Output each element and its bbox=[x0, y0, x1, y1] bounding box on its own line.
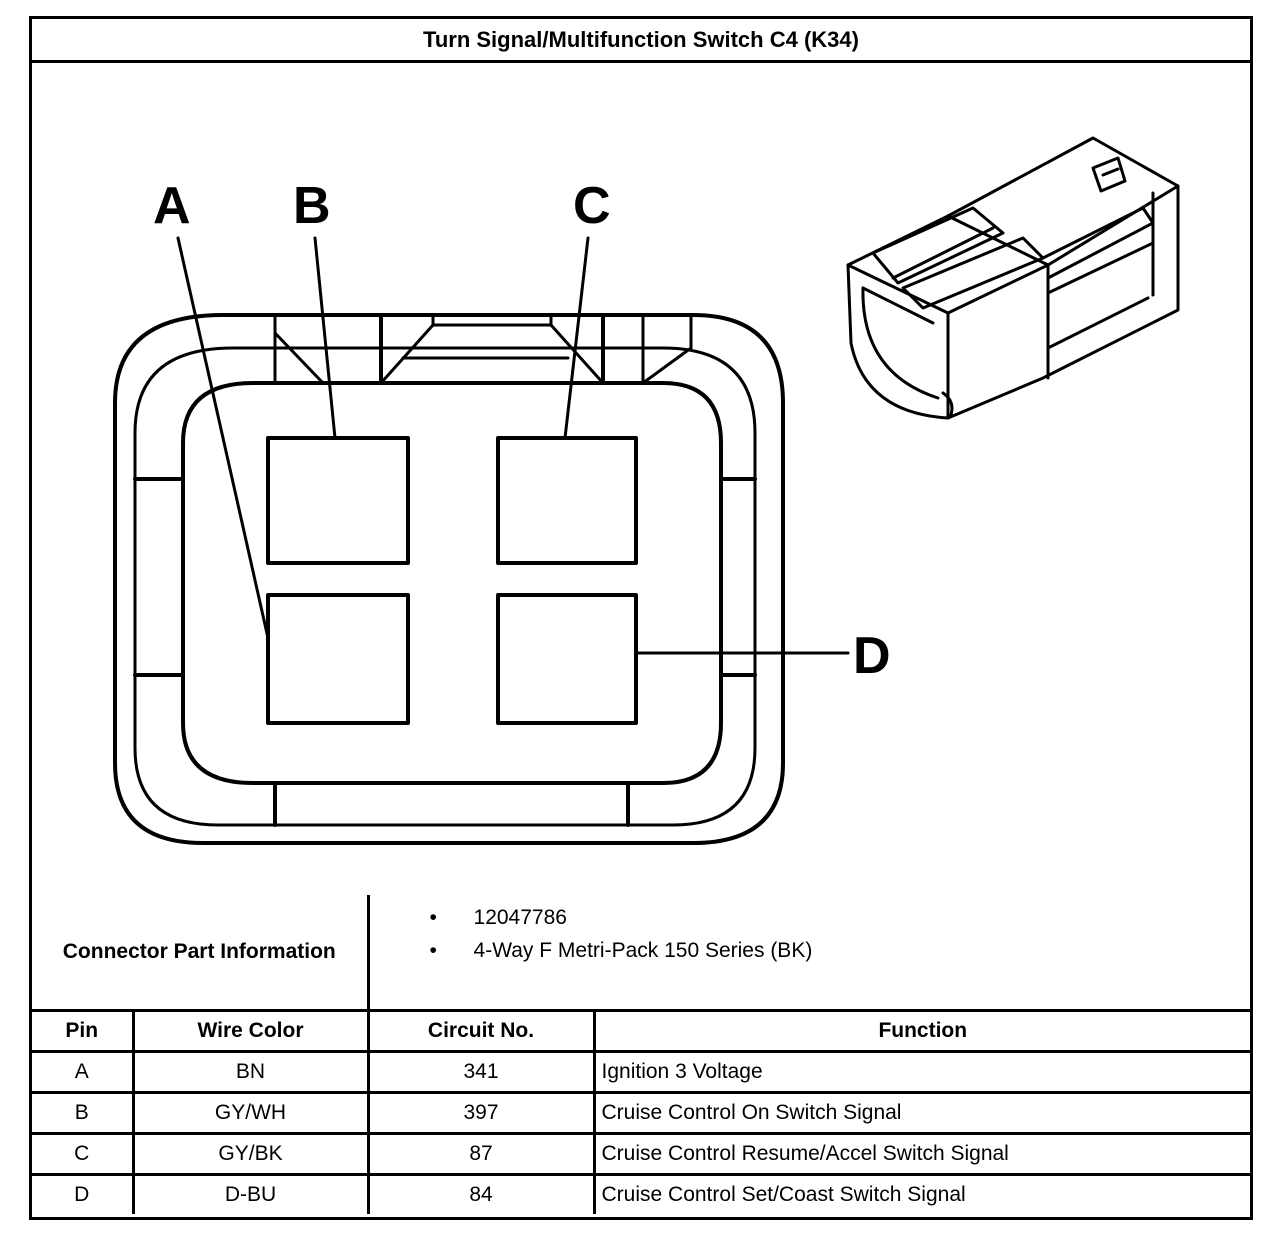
leader-line-b bbox=[313, 236, 337, 440]
connector-part-info-list: 12047786 4-Way F Metri-Pack 150 Series (… bbox=[370, 901, 1251, 967]
pin-label-b: B bbox=[293, 177, 331, 235]
cell-pin: C bbox=[32, 1132, 135, 1176]
cell-function: Cruise Control On Switch Signal bbox=[592, 1091, 1251, 1135]
table-row: C GY/BK 87 Cruise Control Resume/Accel S… bbox=[32, 1132, 1251, 1176]
cell-wire-color: BN bbox=[131, 1050, 370, 1094]
pin-cavity-b bbox=[266, 436, 410, 565]
table-row: D D-BU 84 Cruise Control Set/Coast Switc… bbox=[32, 1173, 1251, 1214]
header-pin: Pin bbox=[32, 1009, 135, 1053]
connector-part-info-label: Connector Part Information bbox=[32, 895, 370, 1012]
connector-3d-illustration bbox=[846, 136, 1180, 420]
cell-pin: A bbox=[32, 1050, 135, 1094]
leader-line-c bbox=[563, 236, 590, 440]
housing-inner-rim bbox=[133, 346, 757, 827]
table-row: B GY/WH 397 Cruise Control On Switch Sig… bbox=[32, 1091, 1251, 1135]
connector-face-drawing: A B C D bbox=[113, 136, 1180, 845]
cell-pin: B bbox=[32, 1091, 135, 1135]
cell-function: Cruise Control Set/Coast Switch Signal bbox=[592, 1173, 1251, 1214]
header-function: Function bbox=[592, 1009, 1251, 1053]
cell-wire-color: GY/BK bbox=[131, 1132, 370, 1176]
cell-circuit-no: 397 bbox=[366, 1091, 596, 1135]
connector-sheet: Turn Signal/Multifunction Switch C4 (K34… bbox=[29, 16, 1253, 1220]
cell-function: Ignition 3 Voltage bbox=[592, 1050, 1251, 1094]
part-number: 12047786 bbox=[430, 901, 1251, 934]
page-title: Turn Signal/Multifunction Switch C4 (K34… bbox=[32, 19, 1250, 63]
pin-label-c: C bbox=[573, 177, 611, 235]
housing-outer-outline bbox=[113, 313, 785, 845]
cell-wire-color: D-BU bbox=[131, 1173, 370, 1214]
cell-wire-color: GY/WH bbox=[131, 1091, 370, 1135]
cell-circuit-no: 84 bbox=[366, 1173, 596, 1214]
pin-cavity-a bbox=[266, 593, 410, 725]
connector-description: 4-Way F Metri-Pack 150 Series (BK) bbox=[430, 934, 1251, 967]
header-circuit-no: Circuit No. bbox=[366, 1009, 596, 1053]
cell-circuit-no: 341 bbox=[366, 1050, 596, 1094]
pin-cavity-d bbox=[496, 593, 638, 725]
cell-pin: D bbox=[32, 1173, 135, 1214]
cell-function: Cruise Control Resume/Accel Switch Signa… bbox=[592, 1132, 1251, 1176]
pin-label-d: D bbox=[853, 627, 891, 685]
connector-part-info-values: 12047786 4-Way F Metri-Pack 150 Series (… bbox=[366, 895, 1251, 1012]
connector-diagram: A B C D bbox=[32, 63, 1250, 895]
connector-info-table: Connector Part Information 12047786 4-Wa… bbox=[32, 895, 1251, 1214]
leader-line-a bbox=[176, 236, 270, 640]
pin-cavity-c bbox=[496, 436, 638, 565]
cavity-outline bbox=[181, 381, 723, 785]
header-wire-color: Wire Color bbox=[131, 1009, 370, 1053]
table-row: A BN 341 Ignition 3 Voltage bbox=[32, 1050, 1251, 1094]
pin-label-a: A bbox=[153, 177, 191, 235]
cell-circuit-no: 87 bbox=[366, 1132, 596, 1176]
